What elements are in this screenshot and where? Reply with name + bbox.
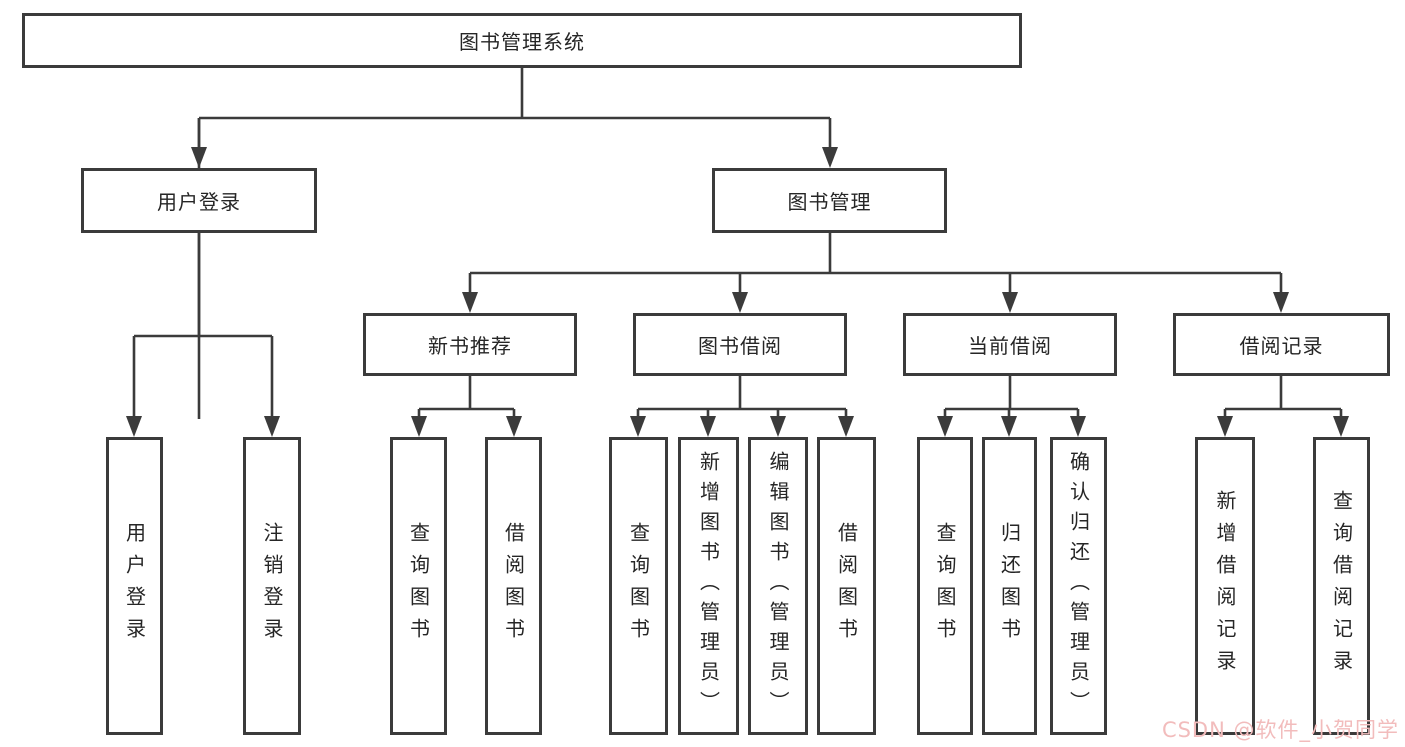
arrow-to-leaf-bb-query bbox=[630, 416, 646, 437]
arrow-to-leaf-br-query bbox=[1333, 416, 1349, 437]
leaf-borrow-edit-books-admin-label: 编辑图书（管理员） bbox=[766, 451, 790, 721]
arrowheads bbox=[126, 147, 1349, 437]
arrow-to-book-mgmt bbox=[822, 147, 838, 168]
leaf-borrow-borrow-books: 借阅图书 bbox=[817, 437, 876, 735]
wire-userlogin-leaves bbox=[132, 233, 274, 419]
leaf-current-return-books: 归还图书 bbox=[982, 437, 1037, 735]
node-user-login: 用户登录 bbox=[81, 168, 317, 233]
leaf-records-add-record-label: 新增借阅记录 bbox=[1213, 490, 1237, 682]
leaf-records-add-record: 新增借阅记录 bbox=[1195, 437, 1255, 735]
leaf-borrow-add-books-admin-label: 新增图书（管理员） bbox=[696, 451, 721, 721]
leaf-logout: 注销登录 bbox=[243, 437, 301, 735]
arrow-to-leaf-nb-query bbox=[411, 416, 427, 437]
leaf-borrow-query-books-label: 查询图书 bbox=[626, 522, 651, 650]
arrow-to-leaf-bb-edit bbox=[770, 416, 786, 437]
node-current-borrow: 当前借阅 bbox=[903, 313, 1117, 376]
arrow-to-leaf-logout bbox=[264, 416, 280, 437]
wire-bookmgmt-level3 bbox=[468, 233, 1283, 295]
leaf-records-query-record-label: 查询借阅记录 bbox=[1329, 490, 1354, 682]
leaf-current-query-books: 查询图书 bbox=[917, 437, 973, 735]
arrow-to-leaf-cb-confirm bbox=[1070, 416, 1086, 437]
node-book-management: 图书管理 bbox=[712, 168, 947, 233]
leaf-borrow-add-books-admin: 新增图书（管理员） bbox=[678, 437, 739, 735]
wire-root-level2 bbox=[197, 68, 832, 419]
leaf-borrow-query-books: 查询图书 bbox=[609, 437, 668, 735]
node-book-borrow: 图书借阅 bbox=[633, 313, 847, 376]
arrow-to-borrow-records bbox=[1273, 292, 1289, 313]
leaf-newbooks-query-books-label: 查询图书 bbox=[406, 522, 431, 650]
leaf-current-confirm-return-admin: 确认归还（管理员） bbox=[1050, 437, 1107, 735]
leaf-newbooks-borrow-books: 借阅图书 bbox=[485, 437, 542, 735]
leaf-newbooks-borrow-books-label: 借阅图书 bbox=[501, 522, 526, 650]
arrow-to-leaf-br-add bbox=[1217, 416, 1233, 437]
leaf-user-login-label: 用户登录 bbox=[122, 522, 147, 650]
leaf-borrow-borrow-books-label: 借阅图书 bbox=[834, 522, 859, 650]
arrow-to-leaf-nb-borrow bbox=[506, 416, 522, 437]
leaf-current-query-books-label: 查询图书 bbox=[933, 522, 957, 650]
leaf-newbooks-query-books: 查询图书 bbox=[390, 437, 447, 735]
arrow-to-leaf-cb-return bbox=[1001, 416, 1017, 437]
leaf-records-query-record: 查询借阅记录 bbox=[1313, 437, 1370, 735]
node-new-book-recommend: 新书推荐 bbox=[363, 313, 577, 376]
arrow-to-current-borrow bbox=[1002, 292, 1018, 313]
arrow-to-leaf-cb-query bbox=[937, 416, 953, 437]
wire-bookborrow-leaves bbox=[636, 376, 848, 419]
wire-borrowrecords-leaves bbox=[1223, 376, 1343, 419]
arrow-to-leaf-bb-borrow bbox=[838, 416, 854, 437]
arrow-to-leaf-user-login bbox=[126, 416, 142, 437]
watermark: CSDN @软件_小贺同学 bbox=[1161, 718, 1399, 742]
leaf-current-confirm-return-admin-label: 确认归还（管理员） bbox=[1066, 451, 1091, 721]
wire-currentborrow-leaves bbox=[943, 376, 1080, 419]
arrow-to-book-borrow bbox=[732, 292, 748, 313]
leaf-logout-label: 注销登录 bbox=[260, 522, 284, 650]
leaf-current-return-books-label: 归还图书 bbox=[997, 522, 1022, 650]
arrow-to-leaf-bb-add bbox=[700, 416, 716, 437]
arrow-to-user-login bbox=[191, 147, 207, 168]
wire-newbooks-leaves bbox=[417, 376, 516, 419]
node-root: 图书管理系统 bbox=[22, 13, 1022, 68]
leaf-borrow-edit-books-admin: 编辑图书（管理员） bbox=[748, 437, 808, 735]
arrow-to-new-books bbox=[462, 292, 478, 313]
leaf-user-login: 用户登录 bbox=[106, 437, 163, 735]
node-borrow-records: 借阅记录 bbox=[1173, 313, 1390, 376]
